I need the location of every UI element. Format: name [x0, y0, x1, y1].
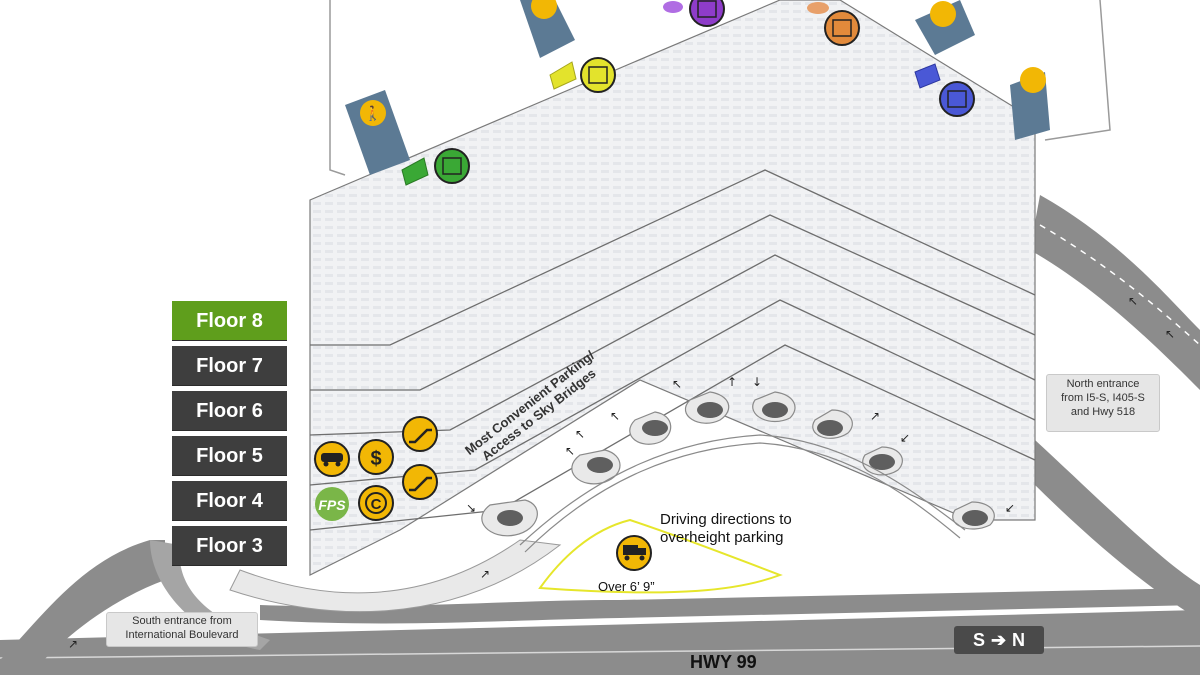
- svg-text:C: C: [371, 496, 382, 513]
- svg-text:$: $: [370, 448, 381, 470]
- elevator-blue: [914, 63, 975, 117]
- svg-text:↗: ↗: [480, 567, 490, 581]
- driving-directions-link[interactable]: Driving directions to overheight parking: [660, 511, 792, 546]
- escalator-icon: [402, 416, 438, 452]
- cash-icon: $: [358, 439, 394, 475]
- fps-icon: FPS: [315, 487, 349, 521]
- elevator-green: [401, 148, 470, 186]
- svg-text:↗: ↗: [870, 409, 880, 423]
- south-ramp: [0, 540, 165, 675]
- right-arrow-icon: ➔: [990, 629, 1007, 650]
- elevator-yellow: [549, 57, 616, 93]
- svg-text:↖: ↖: [575, 427, 585, 441]
- svg-text:↖: ↖: [1165, 327, 1175, 341]
- floor-3-button[interactable]: Floor 3: [172, 526, 287, 566]
- escalator-icon: [402, 464, 438, 500]
- north-entrance-callout: North entrance from I5-S, I405-S and Hwy…: [1046, 374, 1160, 432]
- north-road-dash: [1039, 224, 1200, 346]
- elevator-orange: [807, 2, 860, 46]
- walkway-icon: 🚶: [360, 100, 386, 126]
- svg-text:↗: ↗: [68, 637, 78, 651]
- svg-text:FPS: FPS: [318, 497, 346, 513]
- walkway-icon: [930, 1, 956, 27]
- car-icon: [314, 441, 350, 477]
- svg-text:↘: ↘: [466, 501, 476, 515]
- highway-label: HWY 99: [690, 652, 757, 672]
- overheight-zone: [538, 518, 783, 594]
- compass-north: N: [1012, 629, 1026, 650]
- garage-deck: [309, 0, 1036, 576]
- svg-text:🚶: 🚶: [364, 105, 381, 122]
- arrow-icon: ↘ ↖ ↖ ↖ ↖ ↑ ↓ ↗ ↙ ↙ ↖ ↖ ↗ ↗: [68, 294, 1175, 651]
- elevator-purple: [663, 0, 725, 27]
- south-ramp-2: [150, 540, 270, 650]
- floor-7-button[interactable]: Floor 7: [172, 346, 287, 386]
- walkway-icon: [531, 0, 557, 19]
- svg-text:↖: ↖: [565, 444, 575, 458]
- frontage-road: [260, 588, 1200, 624]
- floor-8-button[interactable]: Floor 8: [172, 301, 287, 341]
- overheight-label: Over 6’ 9”: [598, 579, 655, 594]
- compact-icon: C: [358, 485, 394, 521]
- highway: [0, 610, 1200, 675]
- terminal-outline: [329, 0, 1111, 176]
- north-road: [1030, 195, 1200, 390]
- svg-text:↖: ↖: [672, 377, 682, 391]
- floor-6-button[interactable]: Floor 6: [172, 391, 287, 431]
- walkway-icon: [1020, 67, 1046, 93]
- floor-4-button[interactable]: Floor 4: [172, 481, 287, 521]
- south-entrance-callout: South entrance from International Boulev…: [106, 612, 258, 647]
- svg-text:↑: ↑: [727, 375, 737, 389]
- svg-text:↓: ↓: [752, 375, 762, 389]
- ramp-lanes: [519, 434, 966, 553]
- truck-icon: [616, 535, 652, 571]
- svg-text:↖: ↖: [610, 409, 620, 423]
- compass-south: S: [972, 629, 985, 650]
- entry-ramp: [229, 539, 562, 613]
- ramp-holes: [497, 402, 988, 526]
- svg-text:↙: ↙: [1005, 501, 1015, 515]
- east-road: [1030, 440, 1200, 620]
- floor-5-button[interactable]: Floor 5: [172, 436, 287, 476]
- svg-text:↙: ↙: [900, 431, 910, 445]
- compass-badge: S ➔ N: [954, 626, 1044, 654]
- svg-text:↖: ↖: [1128, 294, 1138, 308]
